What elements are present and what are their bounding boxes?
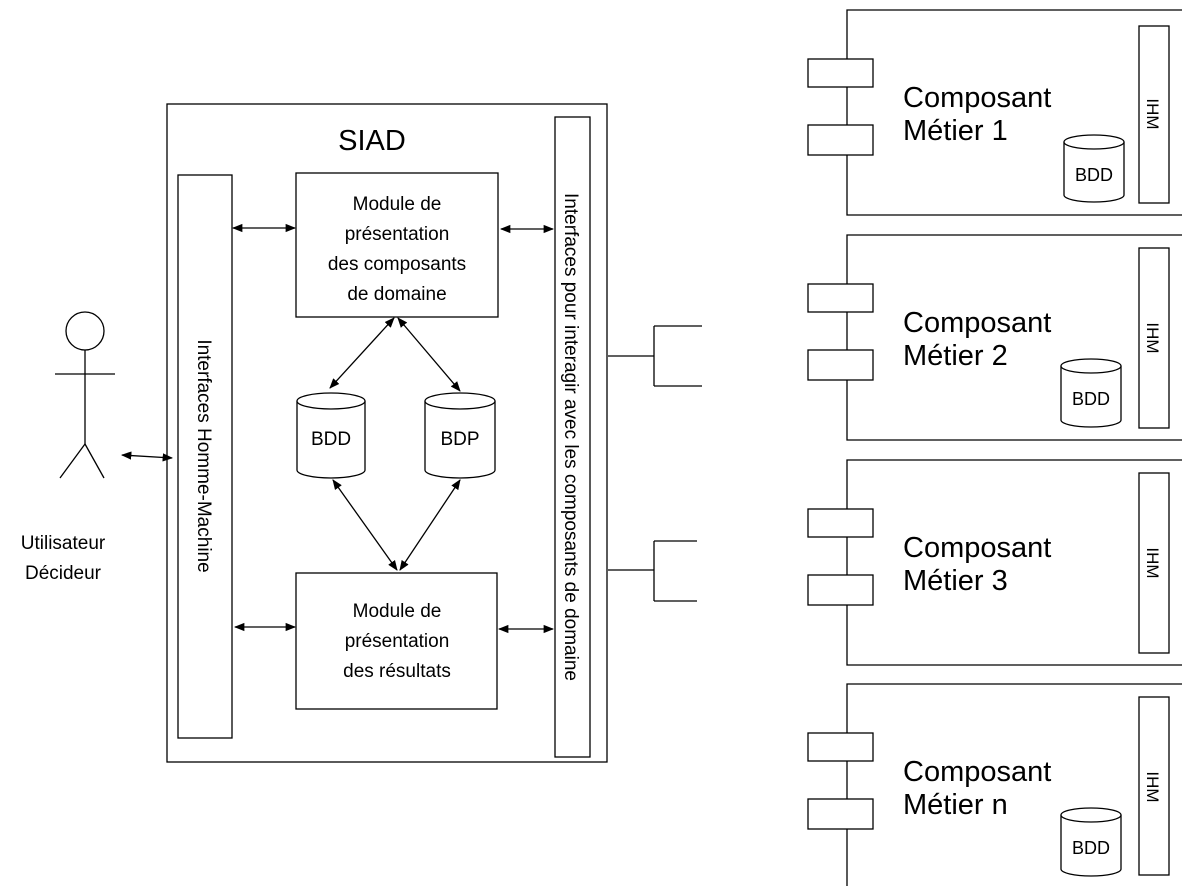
- component-n: [807, 683, 1182, 886]
- hmi-interface-bar: [177, 174, 233, 739]
- actor-label-line1: Utilisateur: [21, 533, 106, 554]
- component-n-line2: Métier n: [903, 789, 1008, 821]
- component-2-line2: Métier 2: [903, 340, 1008, 372]
- module-results-line1: Module de: [353, 601, 442, 622]
- component-interface-bar: [554, 116, 591, 758]
- arrow-bdp-module-results: [399, 479, 461, 571]
- arrow-module-domain-bdp: [397, 317, 461, 392]
- arrow-bdd-module-results: [332, 479, 398, 571]
- actor-right-leg: [84, 443, 105, 479]
- bdp-database: [424, 392, 496, 479]
- module-domain-line3: des composants: [328, 254, 466, 275]
- component-3: [807, 459, 1182, 666]
- component-1: [807, 9, 1182, 216]
- arrow-actor-hmi: [120, 451, 174, 462]
- connector-upper: [608, 325, 702, 387]
- actor-left-leg: [59, 443, 86, 479]
- connector-lower: [608, 540, 697, 602]
- component-3-line1: Composant: [903, 532, 1051, 564]
- hmi-interface-label: Interfaces Homme-Machine: [193, 339, 214, 572]
- module-domain-line1: Module de: [353, 194, 442, 215]
- bdp-label: BDP: [440, 429, 479, 450]
- module-domain-box: [295, 172, 499, 318]
- siad-box: [166, 103, 608, 763]
- component-1-line1: Composant: [903, 82, 1051, 114]
- component-n-ihm: IHM: [1143, 771, 1162, 802]
- actor-head: [65, 311, 105, 351]
- actor-label-line2: Décideur: [25, 563, 102, 584]
- arrow-module-domain-bdd: [329, 317, 395, 389]
- user-actor: [55, 311, 115, 479]
- component-1-line2: Métier 1: [903, 115, 1008, 147]
- bdd-database: [296, 392, 366, 479]
- component-2-ihm: IHM: [1143, 322, 1162, 353]
- component-1-db-label: BDD: [1075, 165, 1113, 185]
- module-results-box: [295, 572, 498, 710]
- component-n-db-label: BDD: [1072, 838, 1110, 858]
- component-2: [807, 234, 1182, 441]
- component-2-line1: Composant: [903, 307, 1051, 339]
- siad-title: SIAD: [338, 125, 406, 157]
- component-n-line1: Composant: [903, 756, 1051, 788]
- module-domain-line4: de domaine: [347, 284, 446, 305]
- module-results-line3: des résultats: [343, 661, 451, 682]
- component-2-db-label: BDD: [1072, 389, 1110, 409]
- component-3-ihm: IHM: [1143, 547, 1162, 578]
- module-results-line2: présentation: [345, 631, 450, 652]
- component-1-ihm: IHM: [1143, 98, 1162, 129]
- module-domain-line2: présentation: [345, 224, 450, 245]
- component-3-line2: Métier 3: [903, 565, 1008, 597]
- bdd-label: BDD: [311, 429, 351, 450]
- component-interface-label: Interfaces pour interagir avec les compo…: [560, 193, 581, 681]
